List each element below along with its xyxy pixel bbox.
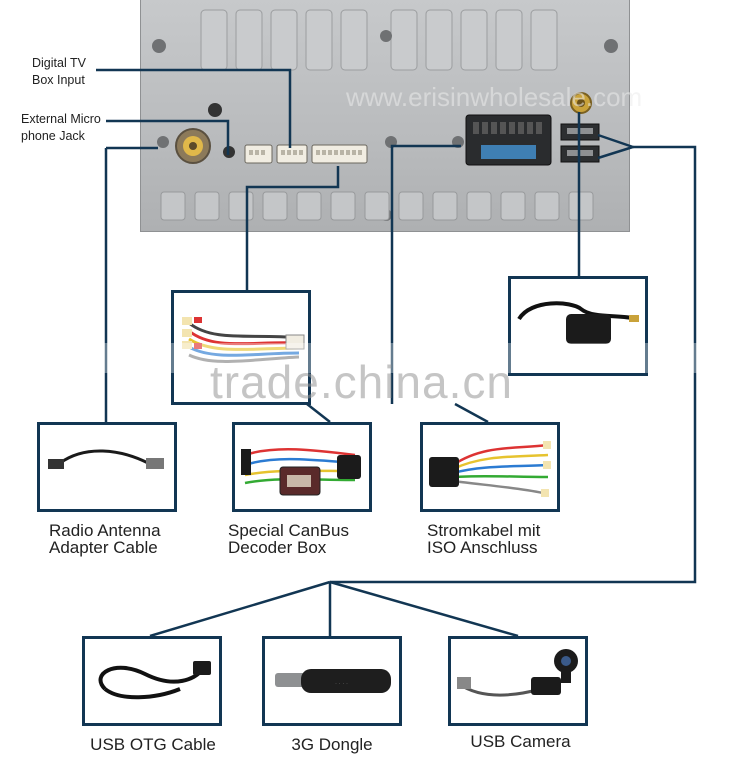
- usb-otg-cable-image: [98, 661, 211, 700]
- external-microphone-jack-annotation: External Micro phone Jack: [21, 111, 101, 145]
- head-unit-back-panel: www.erisinwholesale.com: [140, 0, 642, 232]
- iso-power-cable-label: Stromkabel mit ISO Anschluss: [427, 522, 540, 556]
- annot-line-1: External Micro: [21, 112, 101, 126]
- label-line-1: Stromkabel mit: [427, 521, 541, 540]
- back-panel-graphic: [152, 9, 618, 221]
- usb-otg-cable-label: USB OTG Cable: [90, 735, 216, 754]
- label-line-2: ISO Anschluss: [427, 538, 538, 557]
- usb-otg-cable-box: [82, 636, 222, 726]
- canbus-decoder-box: [232, 422, 372, 512]
- annot-line-2: phone Jack: [21, 129, 85, 143]
- label-line-1: Radio Antenna: [49, 521, 161, 540]
- label-line-1: Special CanBus: [228, 521, 349, 540]
- panel-watermark: www.erisinwholesale.com: [346, 82, 643, 112]
- annot-line-1: Digital TV: [32, 56, 86, 70]
- dongle-imprint: · · · ·: [335, 681, 348, 687]
- 3g-dongle-box: · · · ·: [262, 636, 402, 726]
- usb-camera-image: [457, 649, 578, 697]
- usb-camera-box: [448, 636, 588, 726]
- digital-tv-box-input-annotation: Digital TV Box Input: [32, 55, 86, 89]
- gps-antenna-box: [508, 276, 648, 376]
- canbus-decoder-image: [241, 448, 361, 496]
- radio-antenna-adapter-label: Radio Antenna Adapter Cable: [49, 522, 161, 556]
- canbus-decoder-label: Special CanBus Decoder Box: [228, 522, 349, 556]
- iso-power-cable-image: [429, 441, 551, 497]
- radio-antenna-adapter-box: [37, 422, 177, 512]
- 3g-dongle-label: 3G Dongle: [291, 735, 373, 754]
- label-line-2: Adapter Cable: [49, 538, 158, 557]
- radio-antenna-adapter-image: [48, 449, 164, 469]
- watermark-band: [0, 343, 750, 373]
- gps-antenna-image: [517, 301, 639, 344]
- canbus-harness-box: [171, 290, 311, 405]
- canbus-harness-image: [182, 317, 305, 363]
- annot-line-2: Box Input: [32, 73, 85, 87]
- label-line-2: Decoder Box: [228, 538, 327, 557]
- 3g-dongle-image: · · · ·: [275, 669, 391, 693]
- usb-camera-label: USB Camera: [470, 732, 571, 751]
- iso-power-cable-box: [420, 422, 560, 512]
- watermark: trade.china.cn: [210, 356, 513, 408]
